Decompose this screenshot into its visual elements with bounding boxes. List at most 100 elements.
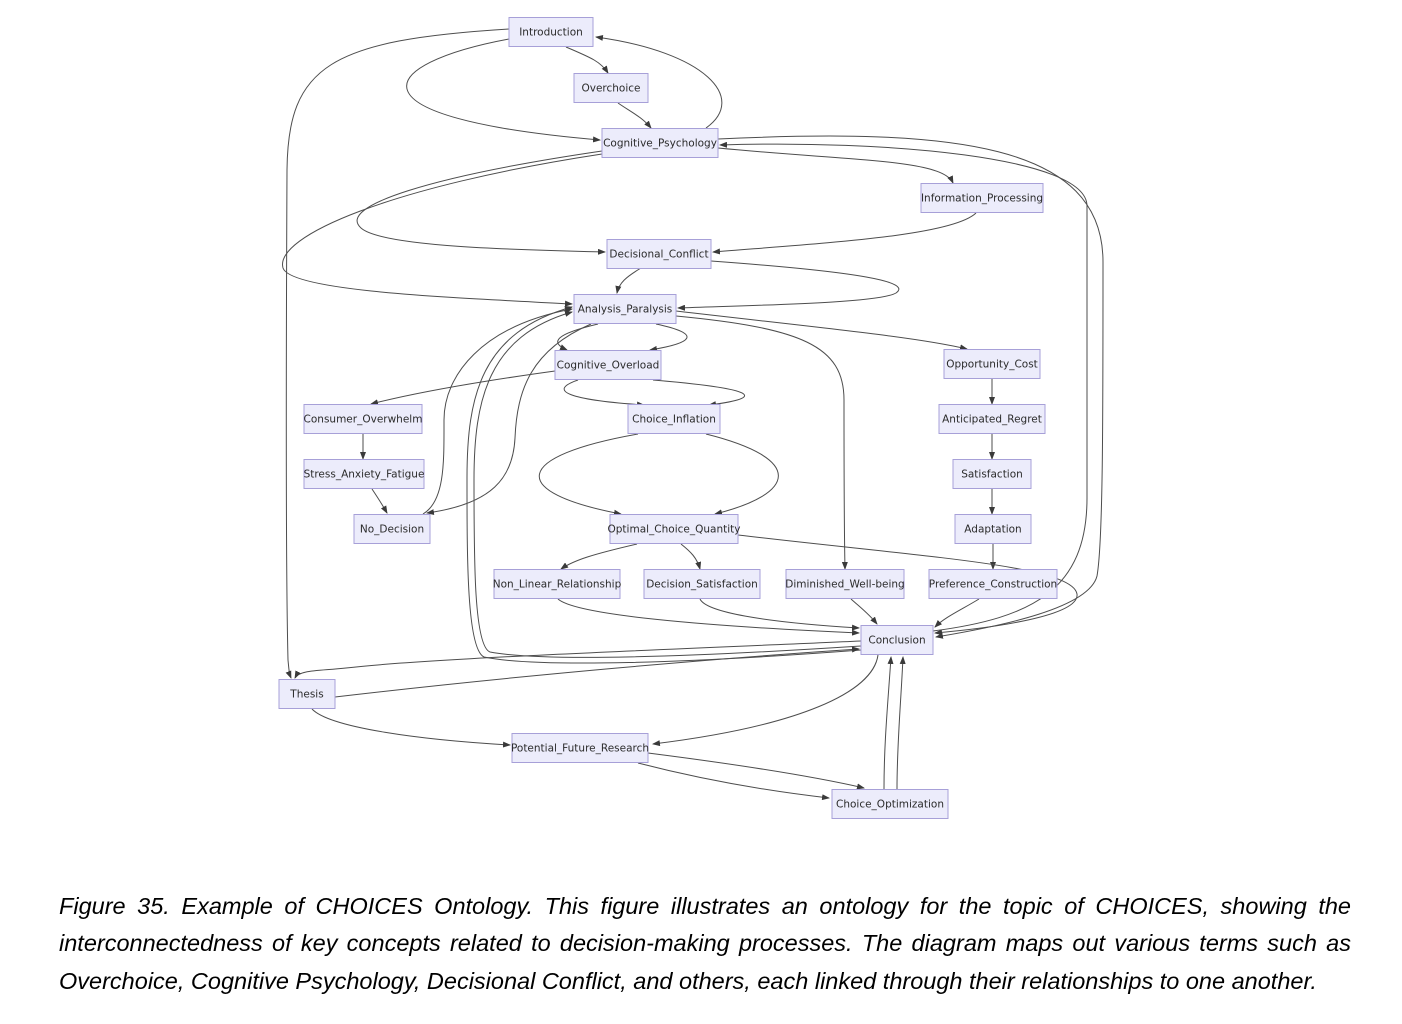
edge-anapar-oppcost <box>675 310 968 351</box>
edge-nlr-concl <box>557 598 860 636</box>
edge-cogpsy-decconf <box>356 150 606 255</box>
node-nodec: No_Decision <box>353 514 431 544</box>
node-box-stress <box>303 459 425 489</box>
node-box-nlr <box>493 569 621 599</box>
edge-intro-over <box>565 46 609 74</box>
node-infoproc: Information_Processing <box>920 183 1044 213</box>
edge-ocq-concl <box>737 534 1078 636</box>
node-label-nlr: Non_Linear_Relationship <box>493 579 622 591</box>
node-box-cogover <box>554 350 662 380</box>
node-box-pfr <box>511 733 649 763</box>
node-label-intro: Introduction <box>519 27 583 39</box>
node-box-anapar <box>573 294 677 324</box>
edge-decconf-anapar <box>615 267 642 294</box>
node-box-prefcon <box>928 569 1058 599</box>
edge-intro-thesis <box>285 28 510 679</box>
node-anapar: Analysis_Paralysis <box>573 294 677 324</box>
node-label-anapar: Analysis_Paralysis <box>578 304 673 316</box>
node-satis: Satisfaction <box>952 459 1032 489</box>
edge-cogover-choinf <box>652 379 746 408</box>
node-box-adapt <box>954 514 1032 544</box>
edge-cogpsy-intro <box>595 34 723 129</box>
node-label-dwb: Diminished_Well-being <box>785 579 904 591</box>
node-box-choinf <box>627 404 721 434</box>
node-box-decsat <box>643 569 761 599</box>
node-chopt: Choice_Optimization <box>831 789 949 819</box>
edge-anapar-nodec <box>426 323 592 516</box>
node-label-prefcon: Preference_Construction <box>929 579 1057 591</box>
edge-stress-nodec <box>371 488 388 514</box>
node-label-ocq: Optimal_Choice_Quantity <box>608 524 741 536</box>
node-over: Overchoice <box>573 73 649 103</box>
edge-over-cogpsy <box>617 102 652 129</box>
edge-cogpsy-infoproc <box>717 147 954 184</box>
node-conover: Consumer_Overwhelm <box>303 404 423 434</box>
node-label-antreg: Anticipated_Regret <box>942 414 1042 426</box>
node-label-over: Overchoice <box>581 83 640 95</box>
node-antreg: Anticipated_Regret <box>938 404 1046 434</box>
edge-concl-thesis <box>294 640 862 679</box>
node-label-concl: Conclusion <box>868 635 925 647</box>
node-nlr: Non_Linear_Relationship <box>493 569 622 599</box>
edge-prefcon-concl <box>934 598 980 628</box>
edge-decconf-anapar <box>677 260 900 311</box>
edge-concl-anapar <box>466 305 862 664</box>
node-box-chopt <box>831 789 949 819</box>
node-label-choinf: Choice_Inflation <box>632 414 716 426</box>
node-pfr: Potential_Future_Research <box>511 733 649 763</box>
edge-choinf-ocq <box>705 433 779 516</box>
node-label-chopt: Choice_Optimization <box>836 799 944 811</box>
edge-dwb-concl <box>850 598 878 625</box>
node-label-oppcost: Opportunity_Cost <box>946 359 1038 371</box>
edge-thesis-concl <box>334 646 860 698</box>
node-box-over <box>573 73 649 103</box>
node-box-conover <box>303 404 423 434</box>
edge-choinf-ocq <box>538 433 639 516</box>
node-ocq: Optimal_Choice_Quantity <box>608 514 741 544</box>
node-box-antreg <box>938 404 1046 434</box>
node-intro: Introduction <box>508 17 594 47</box>
edge-ocq-nlr <box>560 543 638 570</box>
node-label-infoproc: Information_Processing <box>921 193 1043 205</box>
ontology-svg: IntroductionOverchoiceCognitive_Psycholo… <box>278 17 1104 819</box>
edges-layer <box>282 28 1104 801</box>
node-box-decconf <box>606 239 712 269</box>
edge-anapar-dwb <box>675 315 848 570</box>
node-choinf: Choice_Inflation <box>627 404 721 434</box>
edge-thesis-pfr <box>311 708 511 748</box>
node-decconf: Decisional_Conflict <box>606 239 712 269</box>
node-label-stress: Stress_Anxiety_Fatigue <box>304 469 425 481</box>
node-concl: Conclusion <box>860 625 934 655</box>
edge-infoproc-decconf <box>712 212 977 255</box>
edge-pfr-chopt <box>647 752 865 790</box>
edge-chopt-concl <box>883 656 894 790</box>
edge-concl-anapar <box>473 311 862 658</box>
node-box-nodec <box>353 514 431 544</box>
node-box-oppcost <box>943 349 1041 379</box>
edge-concl-pfr <box>652 654 879 747</box>
edge-pfr-chopt <box>637 762 830 801</box>
edge-nodec-anapar <box>422 307 573 515</box>
node-label-thesis: Thesis <box>289 689 323 701</box>
edge-decsat-concl <box>699 598 860 631</box>
node-stress: Stress_Anxiety_Fatigue <box>303 459 425 489</box>
node-dwb: Diminished_Well-being <box>785 569 905 599</box>
edge-anapar-cogover <box>649 323 688 352</box>
node-box-concl <box>860 625 934 655</box>
node-box-infoproc <box>920 183 1044 213</box>
edge-cogover-choinf <box>563 379 645 408</box>
nodes-layer: IntroductionOverchoiceCognitive_Psycholo… <box>278 17 1058 819</box>
node-label-adapt: Adaptation <box>964 524 1021 536</box>
edge-chopt-concl <box>896 656 906 790</box>
node-cogover: Cognitive_Overload <box>554 350 662 380</box>
edge-cogover-conover <box>370 370 556 406</box>
edge-cogpsy-concl <box>717 135 1104 639</box>
node-label-conover: Consumer_Overwhelm <box>304 414 423 426</box>
node-adapt: Adaptation <box>954 514 1032 544</box>
node-box-intro <box>508 17 594 47</box>
node-label-nodec: No_Decision <box>360 524 424 536</box>
edge-ocq-decsat <box>680 543 702 570</box>
node-cogpsy: Cognitive_Psychology <box>601 128 719 158</box>
